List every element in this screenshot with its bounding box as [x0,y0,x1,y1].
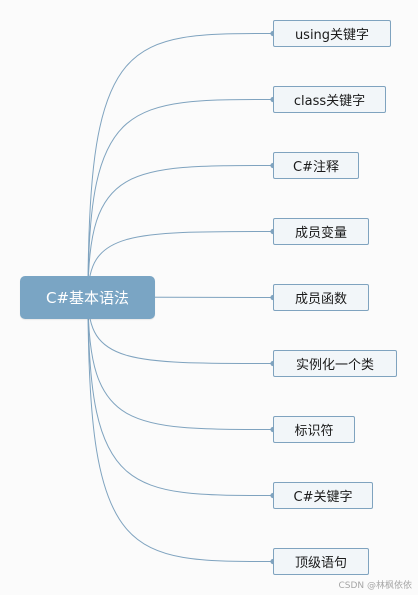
branch-node-label: 实例化一个类 [295,358,374,373]
branch-node-label: 成员变量 [294,226,347,241]
branch-node-label: 顶级语句 [294,556,347,571]
connector-line [87,296,274,430]
connector-line [87,33,274,298]
branch-node-label: using关键字 [294,28,370,43]
branch-node-using[interactable]: using关键字 [273,20,391,47]
branch-node-member-functions[interactable]: 成员函数 [273,284,369,311]
branch-node-csharp-keywords[interactable]: C#关键字 [273,482,373,509]
branch-node-label: C#关键字 [293,490,353,505]
connector-line [87,296,274,562]
branch-node-top-level-statements[interactable]: 顶级语句 [273,548,369,575]
root-node[interactable]: C#基本语法 [20,276,155,319]
connector-line [87,165,274,298]
branch-node-label: 成员函数 [294,292,347,307]
branch-node-comments[interactable]: C#注释 [273,152,359,179]
root-node-label: C#基本语法 [45,289,130,307]
branch-node-instantiate-class[interactable]: 实例化一个类 [273,350,397,377]
connector-line [87,296,274,496]
branch-node-identifiers[interactable]: 标识符 [273,416,355,443]
branch-node-label: C#注释 [293,160,339,175]
watermark: CSDN @林枫依依 [338,581,412,591]
branch-node-label: 标识符 [294,424,334,439]
branch-node-label: class关键字 [293,94,366,109]
branch-node-member-variables[interactable]: 成员变量 [273,218,369,245]
connector-line [87,99,274,298]
branch-node-class[interactable]: class关键字 [273,86,386,113]
connector-line [87,231,274,298]
